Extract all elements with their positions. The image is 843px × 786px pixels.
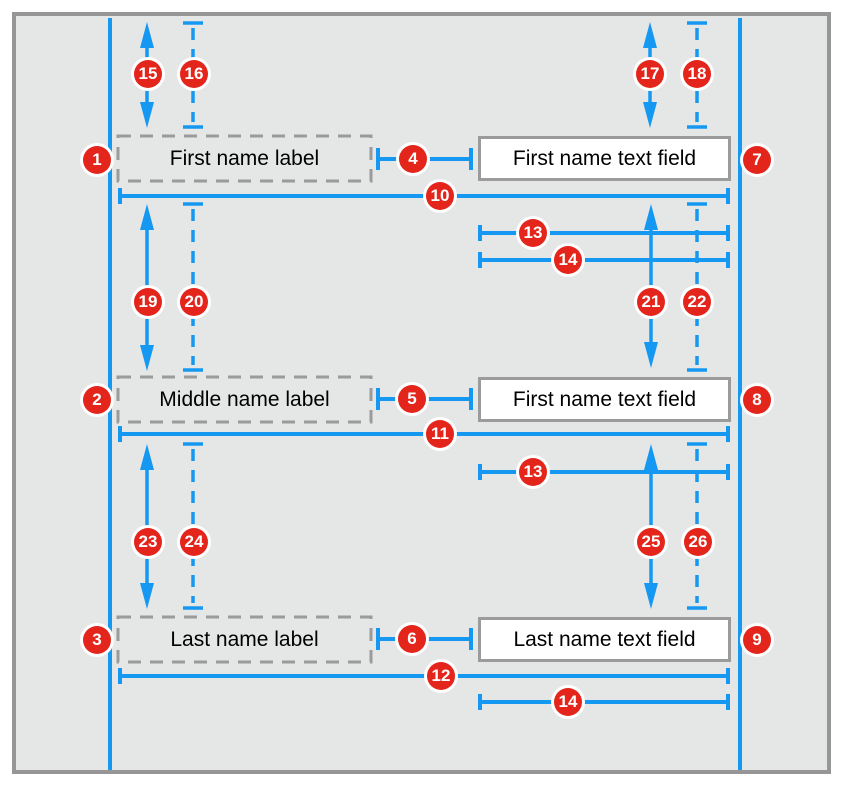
- last-name-text-field: Last name text field: [478, 617, 731, 662]
- constraint-badge-24: 24: [180, 528, 208, 556]
- constraint-badge-11: 11: [426, 420, 454, 448]
- constraint-badge-23: 23: [134, 528, 162, 556]
- constraint-badge-13: 13: [519, 219, 547, 247]
- middle-name-label: Middle name label: [159, 387, 330, 411]
- constraint-badge-3: 3: [83, 626, 111, 654]
- constraint-badge-7: 7: [743, 146, 771, 174]
- constraint-badge-22: 22: [683, 288, 711, 316]
- constraint-badge-26: 26: [684, 528, 712, 556]
- constraint-badge-2: 2: [83, 386, 111, 414]
- constraint-badge-15: 15: [134, 60, 162, 88]
- constraint-badge-21: 21: [637, 288, 665, 316]
- constraint-badge-25: 25: [637, 528, 665, 556]
- last-name-label: Last name label: [170, 627, 319, 651]
- constraint-badge-17: 17: [636, 60, 664, 88]
- constraint-badge-8: 8: [743, 386, 771, 414]
- constraint-badge-1: 1: [83, 146, 111, 174]
- constraint-badge-13: 13: [519, 458, 547, 486]
- constraint-badge-6: 6: [398, 625, 426, 653]
- constraint-badge-20: 20: [180, 288, 208, 316]
- constraint-badge-4: 4: [399, 145, 427, 173]
- constraint-badge-5: 5: [398, 385, 426, 413]
- constraint-badge-10: 10: [426, 182, 454, 210]
- constraint-badge-12: 12: [427, 662, 455, 690]
- first-name-label: First name label: [169, 146, 320, 170]
- constraint-badge-14: 14: [554, 688, 582, 716]
- constraint-badge-16: 16: [180, 60, 208, 88]
- middle-row-text-field: First name text field: [478, 377, 731, 422]
- constraint-badge-19: 19: [134, 288, 162, 316]
- constraint-badge-14: 14: [554, 246, 582, 274]
- first-name-text-field: First name text field: [478, 136, 731, 181]
- constraint-badge-9: 9: [743, 626, 771, 654]
- constraint-badge-18: 18: [683, 60, 711, 88]
